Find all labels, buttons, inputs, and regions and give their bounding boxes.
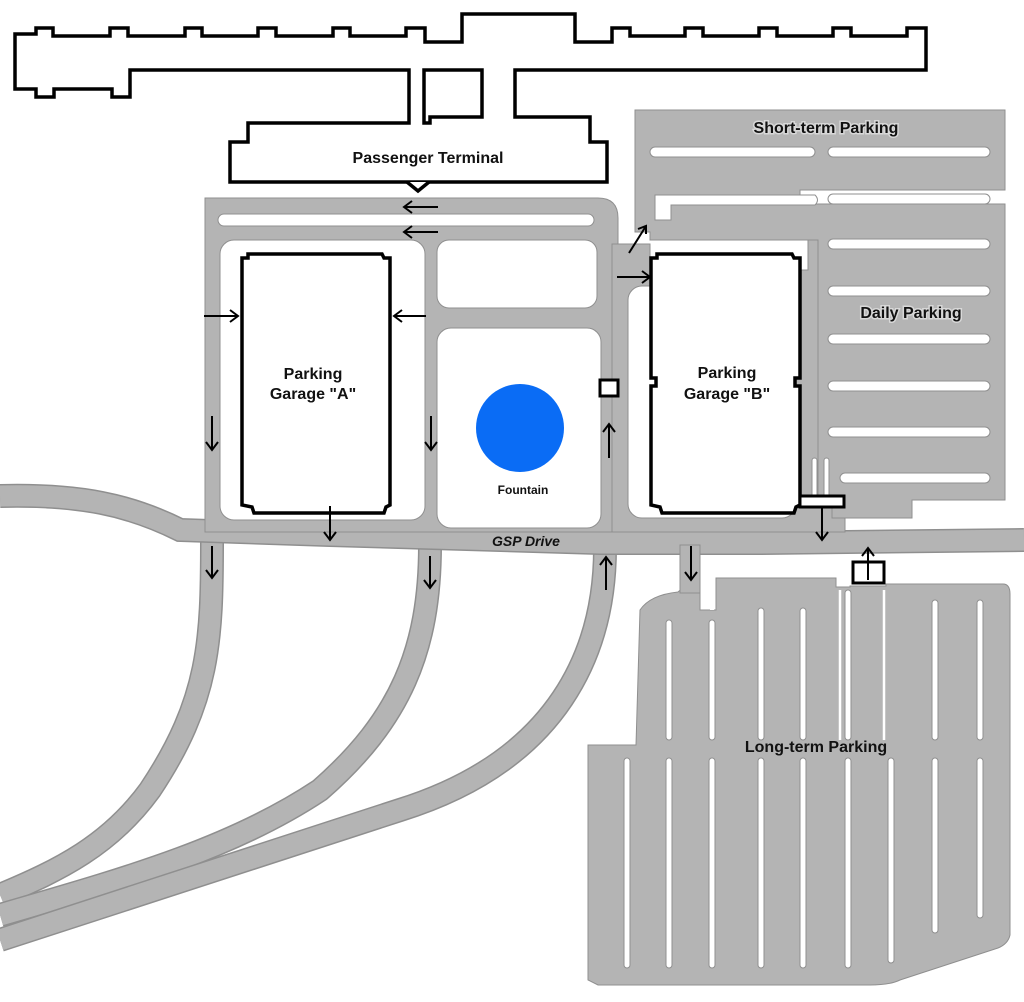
arrow-right-icon [617, 270, 652, 284]
arrow-down-icon [205, 546, 219, 580]
arrow-left-icon [402, 225, 438, 239]
arrow-up-right-icon [628, 224, 647, 254]
parking-garage-a [240, 252, 392, 515]
parking-garage-b [649, 252, 802, 515]
long-term-parking-label: Long-term Parking [745, 739, 887, 756]
gsp-drive-label: GSP Drive [492, 533, 560, 549]
southwest-ramps [0, 539, 617, 952]
toll-booth-daily-exit [798, 494, 846, 509]
terminal-entrance-notch [405, 180, 431, 194]
arrow-left-icon [402, 200, 438, 214]
long-term-parking-lot [587, 552, 1011, 986]
garage-a-label-line2: Garage "A" [270, 386, 356, 403]
gsp-drive-road [0, 483, 1024, 555]
arrow-down-icon [423, 556, 437, 590]
arrow-left-icon [392, 309, 426, 323]
fountain [476, 384, 564, 472]
arrow-down-icon [684, 546, 698, 582]
terminal-center-block [422, 68, 484, 125]
garage-b-label-line1: Parking [698, 365, 757, 382]
arrow-up-icon [599, 555, 613, 590]
daily-parking-label: Daily Parking [860, 305, 961, 322]
fountain-label: Fountain [498, 483, 549, 497]
arrow-down-icon [323, 506, 337, 542]
arrow-up-icon [861, 546, 875, 580]
short-term-daily-parking-lot [634, 109, 1006, 519]
arrow-up-icon [602, 422, 616, 458]
arrow-right-icon [204, 309, 240, 323]
traffic-arrows [204, 200, 875, 590]
arrow-down-icon [815, 508, 829, 542]
short-term-parking-label: Short-term Parking [754, 120, 899, 137]
toll-booth-fountain-road [598, 378, 620, 398]
arrow-down-icon [424, 416, 438, 452]
passenger-terminal-label: Passenger Terminal [353, 150, 504, 167]
arrow-down-icon [205, 416, 219, 452]
garage-b-label-line2: Garage "B" [684, 386, 770, 403]
garage-a-label-line1: Parking [284, 366, 343, 383]
